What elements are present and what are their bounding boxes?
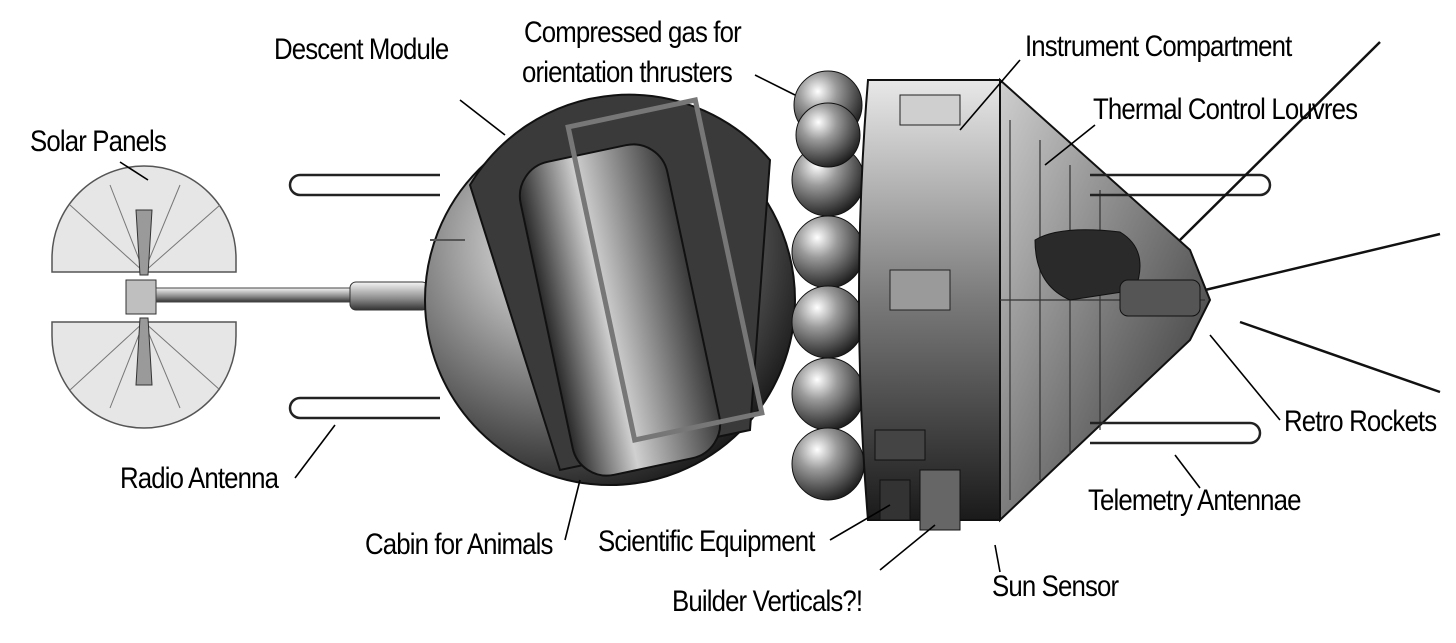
- label-telemetry-antennae: Telemetry Antennae: [1088, 484, 1301, 517]
- label-compressed-gas-line2: orientation thrusters: [522, 56, 733, 89]
- descent-module-illustration: [424, 93, 796, 486]
- label-descent-module: Descent Module: [274, 33, 449, 66]
- radio-antenna-loops: [288, 173, 440, 420]
- label-radio-antenna: Radio Antenna: [120, 462, 279, 495]
- label-retro-rockets: Retro Rockets: [1284, 405, 1437, 438]
- label-solar-panels: Solar Panels: [30, 125, 167, 158]
- boom-illustration: [155, 281, 429, 311]
- label-instrument-compartment: Instrument Compartment: [1025, 30, 1292, 63]
- label-cabin-for-animals: Cabin for Animals: [365, 528, 553, 561]
- leader-lines: [119, 59, 1281, 573]
- solar-panels-illustration: [51, 165, 237, 429]
- gas-spheres-illustration: [791, 70, 865, 501]
- label-compressed-gas-line1: Compressed gas for: [524, 16, 742, 49]
- whip-antennas: [1179, 41, 1441, 394]
- label-sun-sensor: Sun Sensor: [992, 570, 1119, 603]
- label-scientific-equipment: Scientific Equipment: [598, 525, 815, 558]
- instrument-compartment-illustration: [858, 77, 1212, 531]
- telemetry-antenna-loops: [1090, 173, 1272, 445]
- label-thermal-control-louvres: Thermal Control Louvres: [1093, 93, 1358, 126]
- label-builder-verticals: Builder Verticals?!: [672, 585, 863, 618]
